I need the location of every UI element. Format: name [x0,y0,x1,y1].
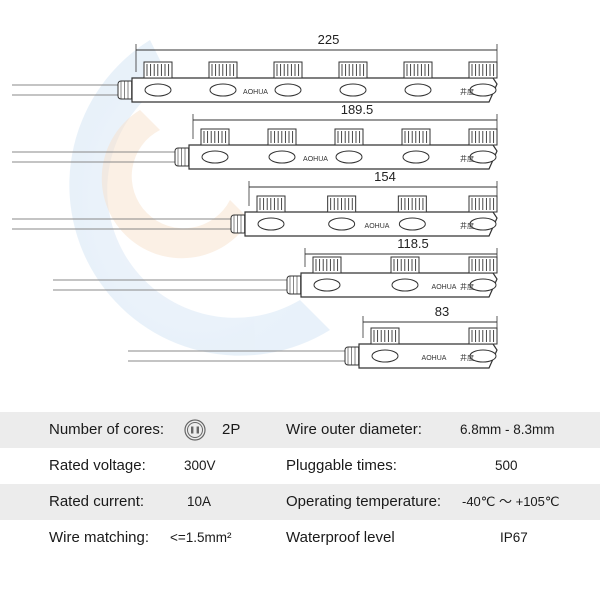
pluggable-value: 500 [495,458,518,473]
dimension-label: 118.5 [397,236,429,251]
cores-label: Number of cores: [49,421,165,438]
housing-mark-text: 井度 [460,282,474,291]
wire-matching-value: <=1.5mm² [170,530,232,545]
temperature-label: Operating temperature: [286,493,442,510]
housing-brand-text: AOHUA [432,284,457,291]
waterproof-value: IP67 [500,530,528,545]
specs-table: Number of cores: 2P Wire outer diameter:… [0,412,600,556]
diameter-label: Wire outer diameter: [286,421,422,438]
connector-cores-icon [184,419,206,441]
housing-brand-text: AOHUA [303,156,328,163]
dimension-label: 225 [318,32,340,47]
diameter-value: 6.8mm - 8.3mm [460,422,555,437]
housing-brand-text: AOHUA [365,223,390,230]
dimension-label: 189.5 [341,102,374,117]
waterproof-label: Waterproof level [286,529,395,546]
voltage-label: Rated voltage: [49,457,146,474]
voltage-value: 300V [184,458,216,473]
temperature-value: -40℃ ～ +105℃ [462,494,560,509]
current-value: 10A [187,494,212,509]
housing-mark-text: 井度 [460,221,474,230]
housing-mark-text: 井度 [460,154,474,163]
pluggable-label: Pluggable times: [286,457,397,474]
housing-mark-text: 井度 [460,87,474,96]
watermark-logo [69,40,331,356]
current-label: Rated current: [49,493,145,510]
dimension-label: 83 [435,304,449,319]
housing-mark-text: 井度 [460,353,474,362]
spec-row-1: Number of cores: 2P Wire outer diameter:… [0,412,600,448]
housing-brand-text: AOHUA [422,355,447,362]
dimension-label: 154 [374,169,396,184]
cores-value: 2P [222,421,241,438]
spec-row-4: Wire matching: <=1.5mm² Waterproof level… [0,520,600,556]
spec-row-3: Rated current: 10A Operating temperature… [0,484,600,520]
spec-row-2: Rated voltage: 300V Pluggable times: 500 [0,448,600,484]
housing-brand-text: AOHUA [243,89,268,96]
wire-matching-label: Wire matching: [49,529,150,546]
